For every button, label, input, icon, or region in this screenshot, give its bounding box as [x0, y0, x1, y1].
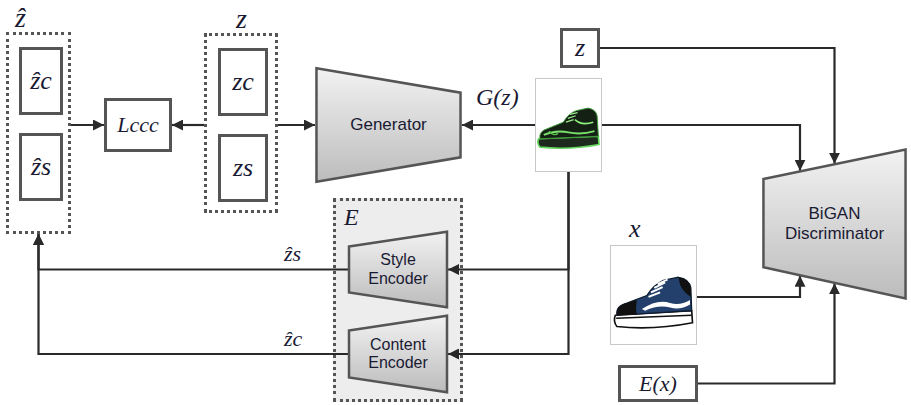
noise-box: z [560, 28, 600, 68]
latent-code-box: zs [218, 134, 268, 202]
real-image: x [610, 245, 697, 345]
encoder-group: E Style EncoderContent Encoder [333, 198, 463, 402]
node-label: ẑc [30, 66, 52, 96]
node-label: z [575, 33, 585, 63]
node-heading: E [344, 203, 359, 231]
generated-image: G(z) [535, 78, 602, 172]
latent-code-box: ẑc [19, 47, 63, 115]
edge-label: ẑs [282, 241, 303, 266]
node-label: Style Encoder [356, 251, 440, 288]
connector-arrow [172, 124, 204, 126]
trapezoid-shape [316, 68, 460, 182]
connector-arrow [448, 172, 569, 270]
encoder-block: Style Encoder [348, 231, 448, 308]
node-label: Generator [350, 115, 427, 135]
discriminator-block: BiGAN Discriminator [762, 148, 907, 300]
edge-label: ẑc [282, 326, 304, 351]
trapezoid-shape [763, 150, 905, 299]
trapezoid-shape [349, 232, 447, 307]
real-shoe [614, 277, 692, 328]
shoe-laces [649, 279, 668, 296]
trapezoid-shape [349, 316, 447, 392]
connector-arrow [462, 124, 535, 126]
encoder-block: Content Encoder [348, 315, 448, 393]
shoe-toe-cap [617, 300, 637, 315]
generator-block: Generator [315, 67, 462, 183]
node-label: zc [232, 67, 254, 97]
node-label: Lccc [117, 112, 159, 137]
generated-shoe [538, 108, 599, 148]
connector-arrow [697, 276, 800, 297]
connector-arrow [278, 124, 315, 126]
shoe-side-stripe [642, 300, 690, 311]
node-label: BiGAN Discriminator [776, 204, 894, 243]
shoe-accent [575, 120, 593, 124]
shoe-accent [549, 131, 558, 134]
connector-arrow [71, 124, 104, 126]
connector-arrow [39, 234, 349, 270]
node-heading: G(z) [476, 83, 519, 111]
shoe-sole-stripe [616, 315, 692, 318]
latent-code-box: ẑs [19, 133, 63, 201]
node-label: zs [233, 153, 253, 183]
node-heading: x [629, 215, 641, 243]
node-heading: z [236, 5, 247, 33]
connector-arrow [448, 172, 569, 354]
latent-group: ẑẑcẑs [6, 32, 71, 234]
shoe-upper [617, 277, 692, 315]
node-label: Content Encoder [356, 336, 440, 373]
latent-group: zzczs [204, 33, 278, 213]
shoe-heel [678, 277, 690, 297]
latent-code-box: zc [218, 48, 268, 116]
connector-arrow [39, 234, 349, 354]
connector-arrow [698, 283, 835, 383]
shoe-accent [544, 131, 595, 135]
shoe-laces [566, 113, 578, 123]
node-label: E(x) [639, 371, 677, 396]
node-label: ẑs [31, 152, 51, 182]
encoded-box: E(x) [618, 365, 698, 402]
loss-box: Lccc [104, 98, 172, 152]
node-heading: ẑ [15, 4, 26, 32]
connector-arrow [602, 125, 800, 171]
shoe-upper [540, 108, 599, 139]
